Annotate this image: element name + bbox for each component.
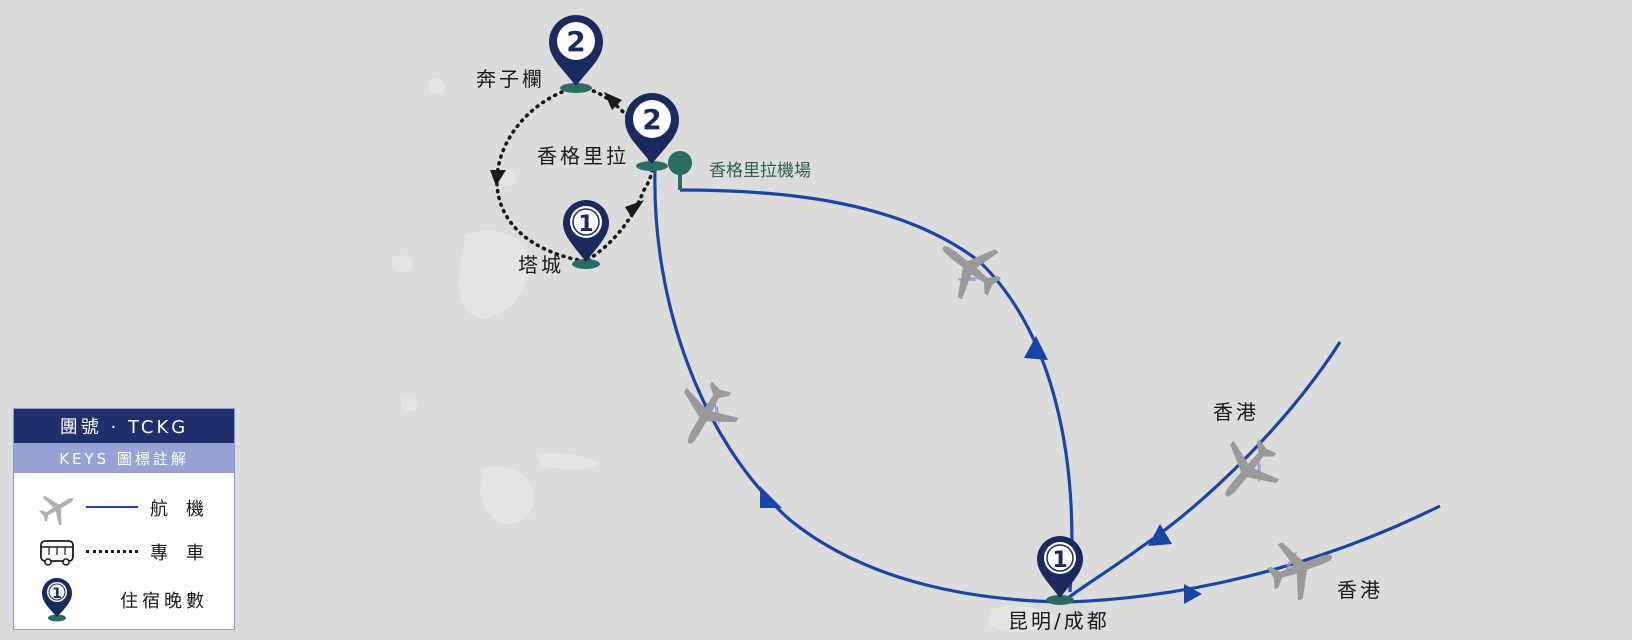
label-hongkong-arrival: 香港 [1213, 400, 1259, 424]
pin-number: 2 [642, 103, 661, 136]
arrow-to-shangrila [1024, 336, 1048, 360]
label-benzilan: 奔子欄 [476, 67, 545, 91]
flight-route-hongkong-kunming [1067, 341, 1342, 600]
legend-flight-label: 航機 [150, 499, 222, 520]
flight-routes [653, 169, 1441, 604]
bus-icon [40, 540, 74, 566]
plane-icon [33, 491, 82, 525]
flight-route-kunming-hongkong [1067, 504, 1441, 604]
coach-route-tacheng-shangrila [586, 166, 654, 262]
flight-line-sample [86, 506, 138, 508]
legend-subtitle: KEYS 圖標註解 [14, 443, 234, 473]
plane-icon [1260, 528, 1343, 607]
coach-arrows [490, 92, 644, 218]
arrow-to-benzilan-coach [604, 92, 622, 110]
plane-icon [663, 372, 748, 459]
coach-route-benzilan-tacheng [495, 90, 580, 262]
arrow-to-hongkong [1184, 584, 1202, 604]
legend-row-nights: 1 住宿晚數 [14, 573, 234, 627]
pin-number: 1 [1052, 548, 1067, 573]
flight-arrows [760, 336, 1202, 604]
label-shangrila: 香格里拉 [537, 144, 629, 168]
flight-route-kunming-shangrila [679, 188, 1074, 593]
label-shangrila-airport: 香格里拉機場 [709, 161, 811, 181]
pin-tacheng: 1 [563, 200, 609, 269]
label-hongkong-departure: 香港 [1337, 578, 1383, 602]
arrow-to-shangrila-coach [625, 200, 644, 218]
pin-number: 1 [578, 212, 593, 237]
arrow-to-tacheng-coach [490, 170, 506, 186]
legend-nights-label: 住宿晚數 [120, 591, 208, 612]
pin-number: 2 [566, 25, 585, 58]
legend-coach-label: 專車 [150, 543, 222, 564]
coach-line-sample [86, 550, 138, 553]
flight-route-shangrila-kunming [653, 169, 1061, 604]
tree-icon [668, 151, 692, 190]
legend-box: 團號 · TCKG KEYS 圖標註解 航機 專車 [13, 408, 235, 630]
plane-icon [1203, 426, 1291, 516]
arrow-from-hongkong [1148, 524, 1172, 546]
location-pin-icon: 1 [42, 578, 72, 622]
pin-kunming-chengdu: 1 [1037, 536, 1083, 605]
legend-pin-number: 1 [52, 586, 62, 602]
legend-row-coach: 專車 [14, 529, 234, 573]
label-kunming-chengdu: 昆明/成都 [1008, 609, 1110, 633]
pin-shangrila: 2 [625, 93, 679, 171]
pin-benzilan: 2 [549, 15, 603, 93]
legend-row-flight: 航機 [14, 485, 234, 529]
label-tacheng: 塔城 [518, 253, 564, 277]
legend-title: 團號 · TCKG [14, 409, 234, 443]
arrow-to-kunming [760, 486, 782, 508]
